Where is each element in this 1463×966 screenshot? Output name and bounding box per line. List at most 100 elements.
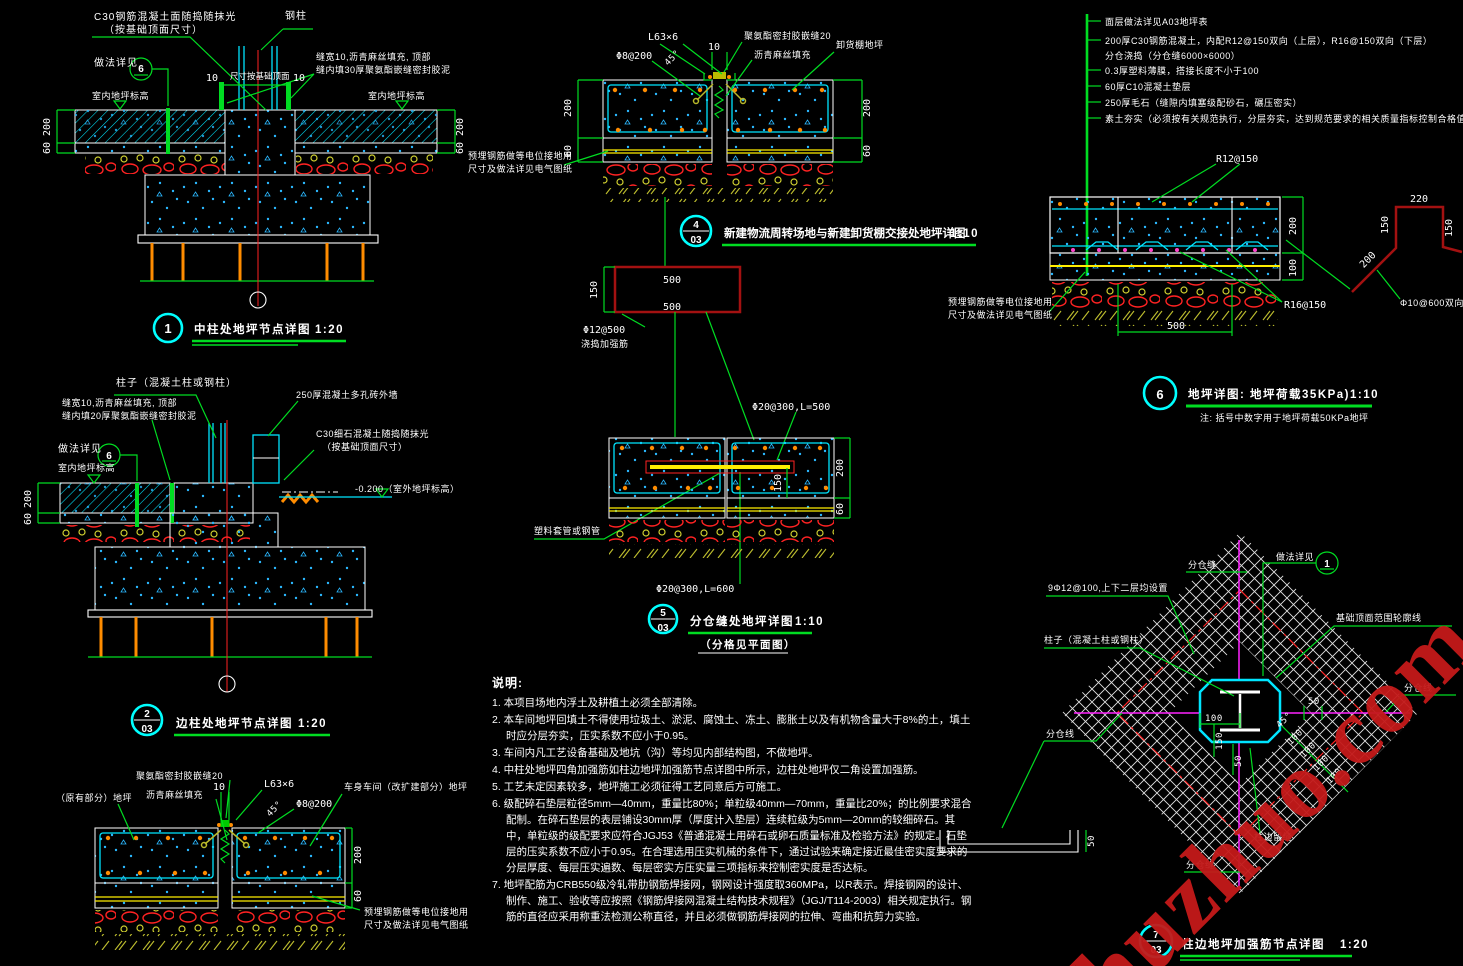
d6-dims: 200 100 500 <box>1117 196 1304 336</box>
d6-slab <box>1049 196 1281 254</box>
note-item: 2. 本车间地坪回填土不得使用垃圾土、淤泥、腐蚀土、冻土、膨胀土以及有机物含量大… <box>492 714 971 743</box>
layer-note-1: 面层做法详见A03地坪表 <box>1105 16 1208 27</box>
d1-label-gap1: 缝宽10,沥青麻丝填充, 顶部 <box>316 51 431 62</box>
d2-outdoor-level: -0.200（室外地坪标高） <box>355 483 460 494</box>
detail-7-column-reinforcement: 分仓缝 做法详见 1 9Φ12@100,上下二层均设置 柱子（混凝土柱或钢柱） … <box>939 532 1456 961</box>
d2-exterior-grade <box>279 488 392 505</box>
d2-label-gap2: 缝内填20厚聚氨酯嵌缝密封胶泥 <box>62 410 197 421</box>
d4-label-angle: L63×6 <box>648 32 678 43</box>
d4-label-rebar: Φ8@200 <box>616 51 652 62</box>
d1-dim-10r: 10 <box>293 73 305 84</box>
d6-title: 6 地坪详图: 地坪荷载35KPa) 1:10 注: 括号中数字用于地坪荷载50… <box>1142 375 1379 423</box>
d6-label-plate-rebar: Φ10@600双向 <box>1400 297 1463 308</box>
d6-note: 注: 括号中数字用于地坪荷载50KPa地坪 <box>1200 412 1369 423</box>
d4-bubble-num: 4 <box>693 220 699 231</box>
d4-label-sealant: 聚氨酯密封胶嵌缝20 <box>744 30 831 41</box>
d6-dim-500: 500 <box>1167 321 1185 332</box>
d5-plan-dims: 150 <box>589 266 615 313</box>
d4-dim-200r: 200 <box>862 99 873 117</box>
d4-title-text: 新建物流周转场地与新建卸货棚交接处地坪详图 <box>724 226 966 240</box>
d5-title-scale: 1:10 <box>795 616 824 628</box>
d2-leaders <box>86 394 315 484</box>
d5-label-sleeve: 塑料套管或钢管 <box>534 525 601 536</box>
note-item: 3. 车间内凡工艺设备基础及地坑（沟）等均见内部结构图，不做地坪。 <box>492 747 819 760</box>
layer-note-6: 素土夯实（必须按有关规范执行，分层夯实，达到规范要求的相关质量指标控制合格值） <box>1105 113 1463 124</box>
d5-dim-500a: 500 <box>663 275 681 286</box>
note-item: 4. 中柱处地坪四角加强筋如柱边地坪加强筋节点详图中所示，边柱处地坪仅二角设置加… <box>492 764 924 777</box>
d1-ref-num: 6 <box>138 64 144 75</box>
d1-size-note: 尺寸按基础顶面 <box>230 71 290 81</box>
d5-plan-box <box>613 265 742 314</box>
d7-outline-label: 基础顶面范围轮廓线 <box>1336 612 1422 623</box>
d4-label-ground1: 预埋钢筋做等电位接地用 <box>468 150 573 161</box>
d3-dim-45: 45° <box>265 799 285 819</box>
d3-subbase <box>94 882 346 950</box>
d7-ref-num: 1 <box>1324 559 1330 570</box>
d7-ref-label: 做法详见 <box>1276 551 1314 562</box>
d6-label-ground1: 预埋钢筋做等电位接地用 <box>948 296 1053 307</box>
d3-dim-10: 10 <box>213 782 225 793</box>
d3-dim-200: 200 <box>353 846 364 864</box>
d7-bubble-sheet: 03 <box>1150 945 1162 956</box>
d5-label-dowel-bot: Φ20@300,L=600 <box>656 584 734 595</box>
d6-dim-150a: 150 <box>1380 216 1391 234</box>
d2-label-c30: C30细石混凝土随捣随抹光 <box>316 428 429 439</box>
d7-edge-channel <box>939 830 1079 853</box>
d7-title-scale: 1:20 <box>1340 939 1369 951</box>
d3-leaders <box>117 779 361 911</box>
d3-dims: 200 60 <box>345 827 364 909</box>
d4-rebar-dots <box>612 75 828 133</box>
layer-note-3: 0.3厚塑料薄膜，搭接长度不小于100 <box>1105 65 1259 76</box>
d4-label-shed: 卸货棚地坪 <box>836 39 884 50</box>
general-notes: 说明: 1. 本项目场地内浮土及耕植土必须全部清除。 2. 本车间地坪回填土不得… <box>492 674 972 927</box>
layer-note-2: 200厚C30钢筋混凝土，内配R12@150双向（上层），R16@150双向（下… <box>1105 35 1432 46</box>
d1-dim-10l: 10 <box>206 73 218 84</box>
d6-label-bot-rebar: R16@150 <box>1284 300 1326 311</box>
d4-dim-45: 45° <box>663 48 683 68</box>
d2-dims: 200 60 <box>23 482 60 525</box>
d5-dim-500b: 500 <box>663 302 681 313</box>
d2-label-column: 柱子（混凝土柱或钢柱） <box>116 376 237 389</box>
d4-slabs <box>602 79 834 139</box>
d2-title-scale: 1:20 <box>298 718 327 730</box>
d5-subbase <box>608 497 835 558</box>
d1-dim-60r: 60 <box>455 142 466 154</box>
d6-dim-220: 220 <box>1410 194 1428 205</box>
d5-label-stiff1: Φ12@500 <box>583 325 625 336</box>
layer-note-4: 60厚C10混凝土垫层 <box>1105 81 1191 92</box>
d3-label-ground1: 预埋钢筋做等电位接地用 <box>364 906 469 917</box>
d4-title-scale: 1:10 <box>950 228 979 240</box>
d4-dim-10: 10 <box>708 42 720 53</box>
d2-label-c30b: （按基础顶面尺寸） <box>322 441 408 452</box>
d3-label-ground2: 尺寸及做法详见电气图纸 <box>364 919 469 930</box>
d3-dim-60: 60 <box>353 890 364 902</box>
d6-edge-plate: 220 150 150 200 Φ10@600双向 <box>1351 194 1463 308</box>
d6-title-text: 地坪详图: 地坪荷载35KPa) <box>1188 387 1350 401</box>
d5-bubble-sheet: 03 <box>657 623 669 634</box>
d5-dim-200: 200 <box>835 459 846 477</box>
d5-dim-60: 60 <box>835 503 846 515</box>
d7-bubble-num: 7 <box>1153 930 1159 941</box>
d7-seam-bottom-label: 分仓缝 <box>1186 859 1215 870</box>
d7-seam-top-label: 分仓缝 <box>1188 559 1217 570</box>
d1-dims: 200 60 200 60 <box>42 109 466 154</box>
d6-subbase <box>1049 252 1281 326</box>
d6-title-scale: 1:10 <box>1350 389 1379 401</box>
d3-joint <box>200 820 250 864</box>
d3-label-angle: L63×6 <box>264 779 294 790</box>
d7-title-text: 柱边地坪加强筋节点详图 <box>1182 937 1325 951</box>
d1-floor-left: 室内地坪标高 <box>92 90 149 101</box>
d7-line-right-label: 分仓线 <box>1404 682 1433 693</box>
d1-title-scale: 1:20 <box>315 324 344 336</box>
d1-bubble-num: 1 <box>164 321 171 336</box>
d1-floor-right: 室内地坪标高 <box>368 90 425 101</box>
detail-3-expansion-joint: 聚氨酯密封胶嵌缝20 沥青麻丝填充 （原有部分）地坪 L63×6 Φ8@200 … <box>56 770 469 950</box>
d3-slabs <box>94 827 346 884</box>
d3-rebar-dots <box>105 823 335 876</box>
d1-title-text: 中柱处地坪节点详图 <box>194 322 311 336</box>
d5-rebar-dots <box>619 445 829 491</box>
d3-label-rebar: Φ8@200 <box>296 799 332 810</box>
d2-title-text: 边柱处地坪节点详图 <box>175 716 293 730</box>
d6-dim-100: 100 <box>1288 259 1299 277</box>
